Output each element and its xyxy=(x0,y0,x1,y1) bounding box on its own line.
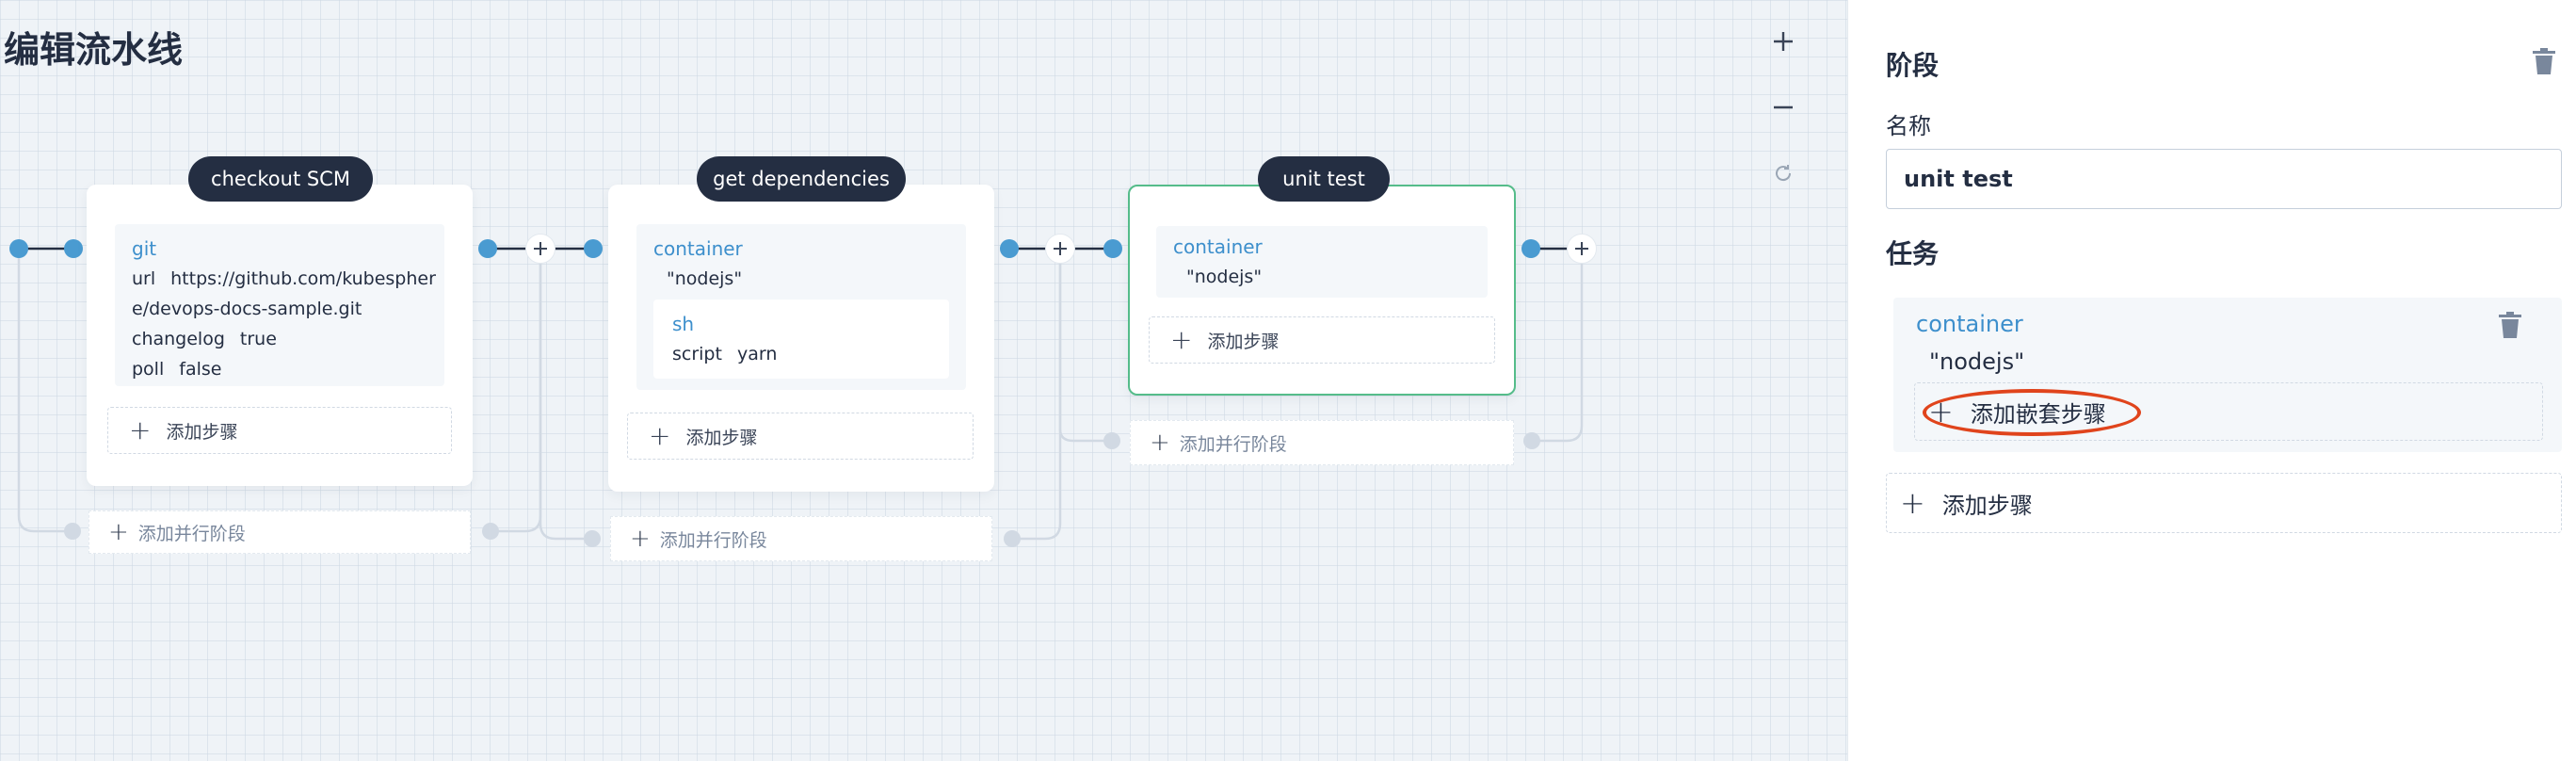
plus-icon xyxy=(1774,32,1793,51)
plus-icon: + xyxy=(1150,429,1170,457)
task-type: container xyxy=(1916,311,2023,337)
connector-node xyxy=(482,523,499,540)
add-stage-button[interactable] xyxy=(1045,234,1075,264)
add-parallel-stage-button[interactable]: + 添加并行阶段 xyxy=(610,516,992,561)
plus-icon xyxy=(1054,242,1067,255)
task-container[interactable]: container "nodejs" + 添加嵌套步骤 xyxy=(1893,298,2562,452)
connector-node xyxy=(1004,530,1021,547)
plus-icon: + xyxy=(108,518,129,546)
task-value: "nodejs" xyxy=(1929,348,2025,375)
tasks-heading: 任务 xyxy=(1886,238,1940,269)
stage-name-pill[interactable]: get dependencies xyxy=(697,156,906,202)
connector-node xyxy=(64,239,83,258)
step-type: container xyxy=(1173,235,1263,258)
connector-node xyxy=(478,239,497,258)
add-step-button[interactable]: + 添加步骤 xyxy=(1886,473,2562,533)
delete-stage-button[interactable] xyxy=(2532,47,2556,79)
add-parallel-stage-button[interactable]: + 添加并行阶段 xyxy=(89,510,471,554)
connector-node xyxy=(1523,432,1540,449)
zoom-out-button[interactable] xyxy=(1766,90,1800,124)
zoom-in-button[interactable] xyxy=(1766,24,1800,58)
stage-heading: 阶段 xyxy=(1886,50,1940,81)
connector-node xyxy=(64,523,81,540)
reset-view-button[interactable] xyxy=(1766,156,1800,190)
stage-detail-panel: 阶段 名称 任务 container "nodejs" + 添加嵌套步骤 + 添… xyxy=(1847,0,2576,761)
plus-icon xyxy=(1575,242,1588,255)
name-label: 名称 xyxy=(1886,113,1931,139)
plus-icon: + xyxy=(630,525,651,553)
connector-node xyxy=(1103,432,1120,449)
stage-name-input[interactable] xyxy=(1886,149,2562,209)
plus-icon: + xyxy=(129,414,152,445)
pipeline-canvas[interactable]: 编辑流水线 xyxy=(0,0,1847,761)
refresh-icon xyxy=(1776,165,1792,182)
add-parallel-stage-button[interactable]: + 添加并行阶段 xyxy=(1130,420,1514,465)
connector-node xyxy=(1521,239,1540,258)
plus-icon: + xyxy=(1900,485,1925,521)
connector-node xyxy=(9,239,28,258)
connector-node xyxy=(1103,239,1122,258)
add-nested-step-button[interactable]: + 添加嵌套步骤 xyxy=(1914,382,2543,441)
add-stage-button[interactable] xyxy=(1567,234,1597,264)
plus-icon: + xyxy=(1170,324,1193,355)
add-step-button[interactable]: + 添加步骤 xyxy=(627,413,974,460)
delete-task-button[interactable] xyxy=(2498,311,2522,343)
minus-icon xyxy=(1774,105,1793,109)
stage-name-pill[interactable]: checkout SCM xyxy=(188,156,373,202)
add-step-button[interactable]: + 添加步骤 xyxy=(1149,316,1495,364)
plus-icon: + xyxy=(1928,394,1954,429)
add-stage-button[interactable] xyxy=(525,234,555,264)
step-type: container xyxy=(653,237,743,260)
stage-card-unit-test[interactable]: container "nodejs" + 添加步骤 xyxy=(1128,185,1516,396)
page-title: 编辑流水线 xyxy=(4,29,184,71)
step-type: git xyxy=(132,237,157,260)
connector-node xyxy=(584,239,603,258)
trash-icon xyxy=(2499,312,2521,338)
step-container[interactable]: container "nodejs" xyxy=(1156,226,1488,298)
plus-icon: + xyxy=(649,420,671,451)
plus-icon xyxy=(534,242,547,255)
add-step-button[interactable]: + 添加步骤 xyxy=(107,407,452,454)
stage-name-pill[interactable]: unit test xyxy=(1258,156,1390,202)
connector-node xyxy=(1000,239,1019,258)
connector-node xyxy=(584,530,601,547)
trash-icon xyxy=(2533,48,2555,74)
